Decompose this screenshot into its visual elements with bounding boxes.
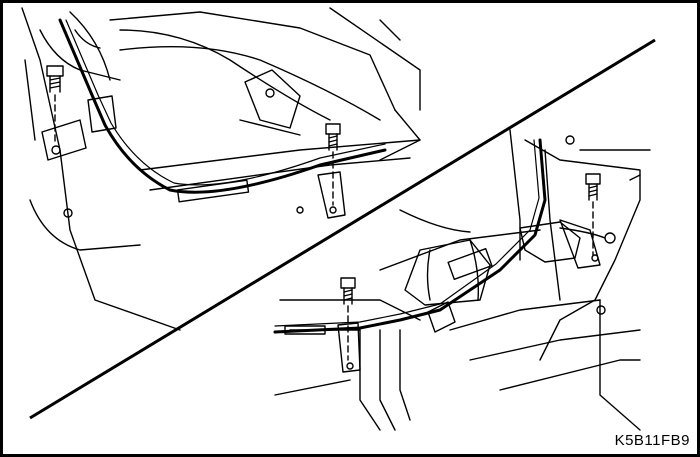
lower-right-view: [273, 129, 651, 431]
upper-left-view: [21, 7, 421, 331]
bolt: [585, 173, 601, 201]
cable-retainer-clip: [87, 95, 117, 133]
bolt: [325, 123, 341, 151]
wheel-well-outline: [524, 139, 641, 361]
cable-bracket-right: [559, 219, 601, 269]
bolt: [340, 277, 356, 305]
brake-cable-upper: [58, 18, 387, 194]
view-divider-line: [29, 38, 656, 420]
figure-reference-code: K5B11FB9: [614, 432, 690, 449]
bolt: [46, 65, 64, 93]
floor-panel-outline: [21, 7, 181, 331]
cable-clamp: [427, 301, 456, 333]
mounting-bracket: [244, 69, 301, 129]
cable-sleeve: [176, 179, 250, 203]
brake-cable-lower: [273, 138, 547, 334]
